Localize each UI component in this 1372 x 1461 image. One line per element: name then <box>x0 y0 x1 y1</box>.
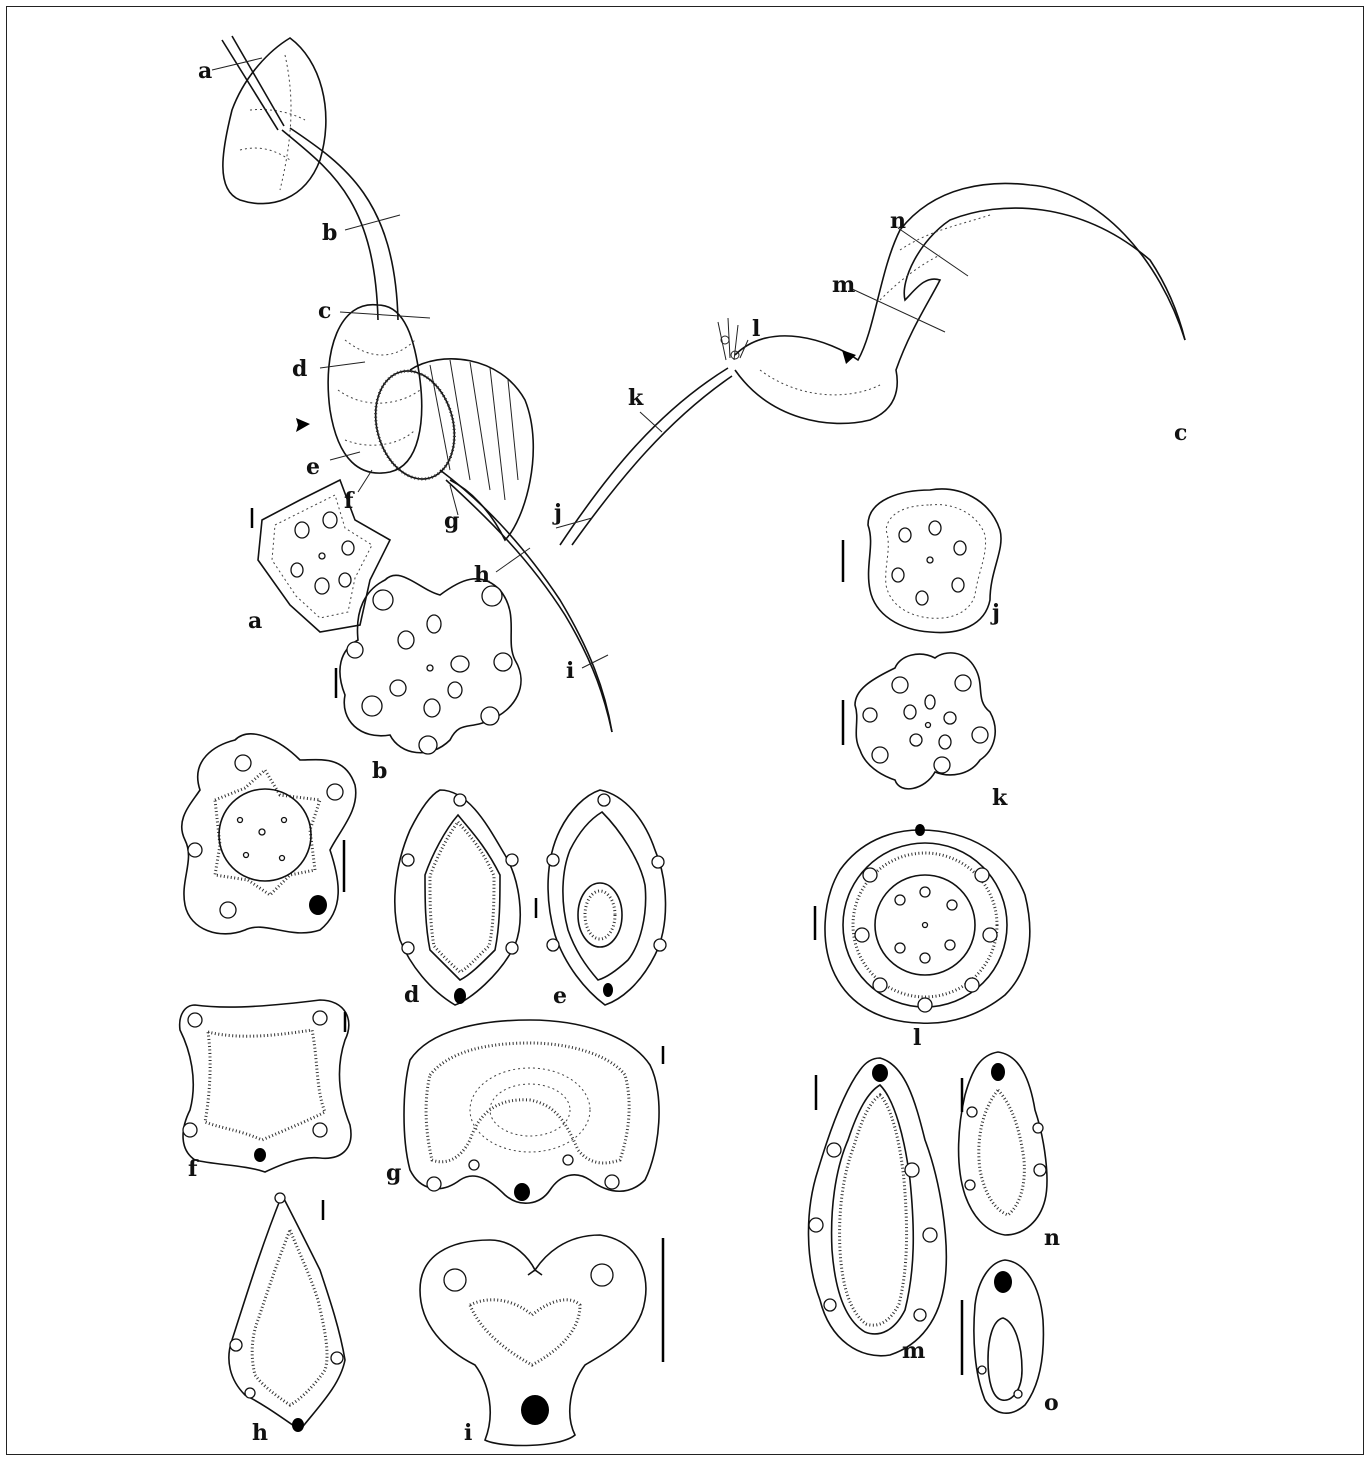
plant-c-label-j: j <box>552 500 562 526</box>
section-label-l: l <box>913 1025 921 1051</box>
section-n <box>959 1052 1047 1235</box>
section-o <box>962 1260 1043 1413</box>
section-label-e: e <box>553 983 567 1009</box>
section-g <box>404 1020 663 1203</box>
plant-drawing-right <box>556 183 1185 545</box>
plant-c-label-n: n <box>890 208 906 234</box>
section-h <box>229 1193 345 1432</box>
plant-a-label-f: f <box>344 488 355 514</box>
section-label-m: m <box>902 1338 925 1364</box>
section-label-d: d <box>404 982 419 1008</box>
section-c-star <box>182 734 356 934</box>
section-m <box>808 1058 946 1356</box>
section-k <box>843 653 995 789</box>
section-f <box>180 1000 351 1172</box>
section-d <box>395 790 520 1005</box>
section-a <box>252 480 390 632</box>
section-label-h: h <box>252 1420 268 1446</box>
section-l <box>815 824 1030 1023</box>
plant-a-label-d: d <box>292 356 307 382</box>
plant-c-label-k: k <box>628 385 644 411</box>
plant-a-label-c: c <box>318 298 331 324</box>
plant-a-label-e: e <box>306 454 320 480</box>
plant-a-label-b: b <box>322 220 337 246</box>
plant-a-label-i: i <box>566 658 574 684</box>
section-label-k: k <box>992 785 1008 811</box>
section-i <box>420 1235 663 1445</box>
section-b <box>336 575 521 754</box>
plant-c-tag: c <box>1174 420 1187 446</box>
plant-a-label-h: h <box>474 562 490 588</box>
section-e <box>536 790 666 1005</box>
section-label-b: b <box>372 758 387 784</box>
section-label-f: f <box>188 1156 199 1182</box>
section-label-j: j <box>990 600 1000 626</box>
section-label-a: a <box>248 608 262 634</box>
plant-drawing-left <box>212 36 612 732</box>
section-label-n: n <box>1044 1225 1060 1251</box>
section-label-g: g <box>386 1160 401 1186</box>
section-label-o: o <box>1044 1390 1059 1416</box>
plant-c-label-m: m <box>832 272 855 298</box>
plant-a-label-g: g <box>444 508 459 534</box>
plant-a-label-a: a <box>198 58 212 84</box>
section-label-i: i <box>464 1420 472 1446</box>
plant-c-label-l: l <box>752 316 760 342</box>
section-j <box>843 489 1001 632</box>
